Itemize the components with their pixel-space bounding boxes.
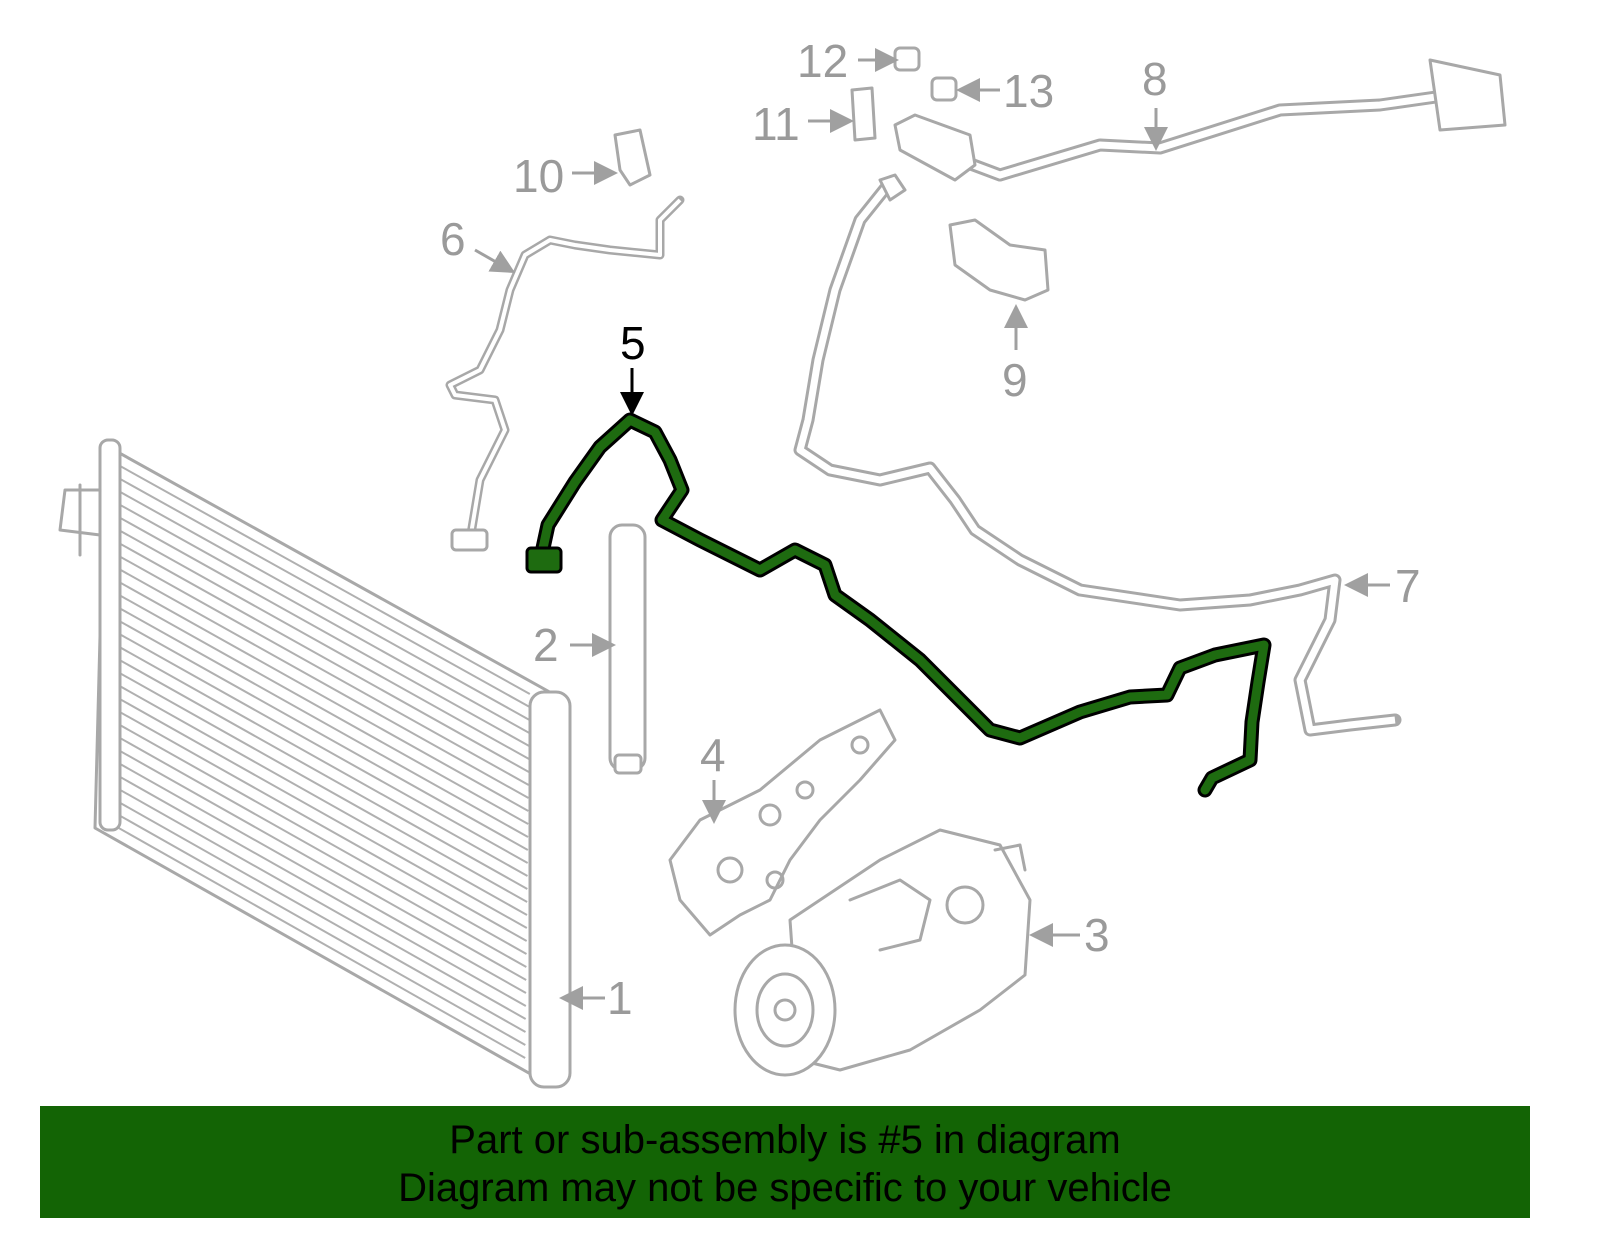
condenser-fin [110,784,527,1020]
pipe-part-6[interactable] [445,195,685,552]
condenser-fin [118,477,531,708]
condenser-fin [110,796,526,1033]
condenser-fin [114,630,529,864]
callout-13: 13 [1003,65,1055,117]
condenser-fin [118,490,530,721]
bracket-part-4[interactable] [668,708,897,937]
condenser-fin [112,732,527,968]
callout-8: 8 [1142,53,1168,105]
condenser-fin [113,681,528,916]
condenser-fin [114,656,528,890]
condenser-part-1[interactable] [58,438,572,1089]
condenser-fin [112,720,527,955]
callout-arrows [474,48,1390,1010]
condenser-fin [115,605,529,838]
condenser-fin [111,745,527,981]
banner-line-1: Part or sub-assembly is #5 in diagram [449,1118,1121,1162]
hose-part-5-highlighted[interactable] [525,412,1272,798]
condenser-fin [118,503,530,734]
condenser-fin [115,618,529,851]
condenser-fin [117,541,530,773]
banner-line-2: Diagram may not be specific to your vehi… [398,1166,1172,1210]
callout-4: 4 [700,729,726,781]
callout-1: 1 [607,972,633,1024]
drier-part-2[interactable] [608,523,647,775]
switch-part-11[interactable] [850,86,877,142]
condenser-fin [111,771,527,1007]
condenser-fin [113,694,528,929]
pipe-part-8[interactable] [893,58,1507,182]
callout-11: 11 [752,98,800,150]
condenser-fin [115,592,529,825]
condenser-fin [114,643,528,877]
info-banner: Part or sub-assembly is #5 in diagram Di… [40,1106,1530,1218]
callout-12: 12 [797,35,849,87]
condenser-fin [111,758,527,994]
callout-6: 6 [440,213,466,265]
hose-part-7[interactable] [793,173,1402,737]
condenser-fin [112,707,528,942]
callout-2: 2 [533,619,559,671]
condenser-fin [109,822,526,1059]
condenser-fin [113,669,528,903]
condenser-fin [117,515,530,747]
callout-3: 3 [1084,909,1110,961]
condenser-fin [119,464,531,695]
cap-part-13[interactable] [930,76,958,102]
bracket-part-9[interactable] [948,218,1050,302]
switch-part-10[interactable] [613,128,652,187]
condenser-fin [116,579,529,812]
condenser-fin [116,554,530,786]
compressor-part-3[interactable] [733,828,1032,1077]
condenser-fin [110,809,526,1046]
condenser-fin [116,567,529,799]
callout-10: 10 [513,150,565,202]
cap-part-12[interactable] [893,46,921,72]
callout-9: 9 [1002,354,1028,406]
condenser-fin [117,528,530,760]
callout-5: 5 [620,317,646,369]
callout-7: 7 [1395,560,1421,612]
